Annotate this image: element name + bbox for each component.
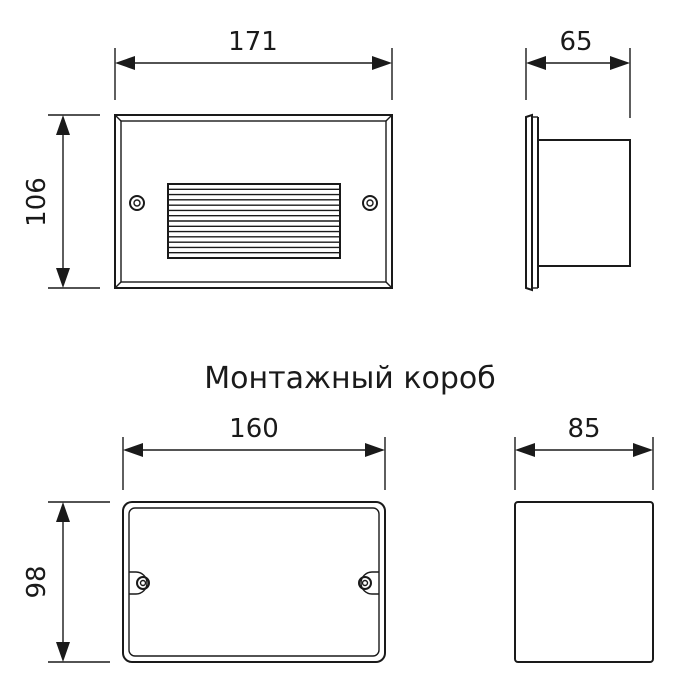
right-screw-icon bbox=[362, 195, 378, 211]
left-mounting-hole-icon bbox=[129, 571, 150, 595]
box-front-view: 160 98 bbox=[22, 414, 386, 663]
box-depth-label: 85 bbox=[567, 414, 600, 444]
box-side-outline bbox=[514, 501, 654, 663]
box-width-label: 160 bbox=[229, 414, 279, 444]
fixture-side-plate bbox=[525, 113, 533, 292]
fixture-side-housing bbox=[537, 139, 631, 267]
fixture-depth-dimension: 65 bbox=[525, 27, 631, 118]
fixture-front-plate-bevel bbox=[120, 120, 387, 283]
box-side-view: 85 bbox=[514, 414, 654, 663]
box-height-label: 98 bbox=[22, 565, 52, 598]
box-front-outline bbox=[122, 501, 386, 663]
left-screw-icon bbox=[129, 195, 145, 211]
box-front-inner bbox=[128, 507, 380, 657]
right-mounting-hole-icon bbox=[358, 571, 379, 595]
fixture-height-label: 106 bbox=[22, 177, 52, 227]
box-depth-dimension: 85 bbox=[514, 414, 654, 490]
fixture-louver-grille bbox=[167, 183, 341, 259]
fixture-front-plate bbox=[114, 114, 393, 289]
fixture-front-view: 171 106 bbox=[22, 27, 393, 289]
fixture-width-dimension: 171 bbox=[114, 27, 393, 100]
section-title: Монтажный короб bbox=[204, 361, 495, 396]
fixture-height-dimension: 106 bbox=[22, 114, 100, 289]
fixture-width-label: 171 bbox=[228, 27, 278, 57]
fixture-side-view: 65 bbox=[525, 27, 631, 292]
fixture-depth-label: 65 bbox=[559, 27, 592, 57]
box-height-dimension: 98 bbox=[22, 501, 110, 663]
box-width-dimension: 160 bbox=[122, 414, 386, 490]
